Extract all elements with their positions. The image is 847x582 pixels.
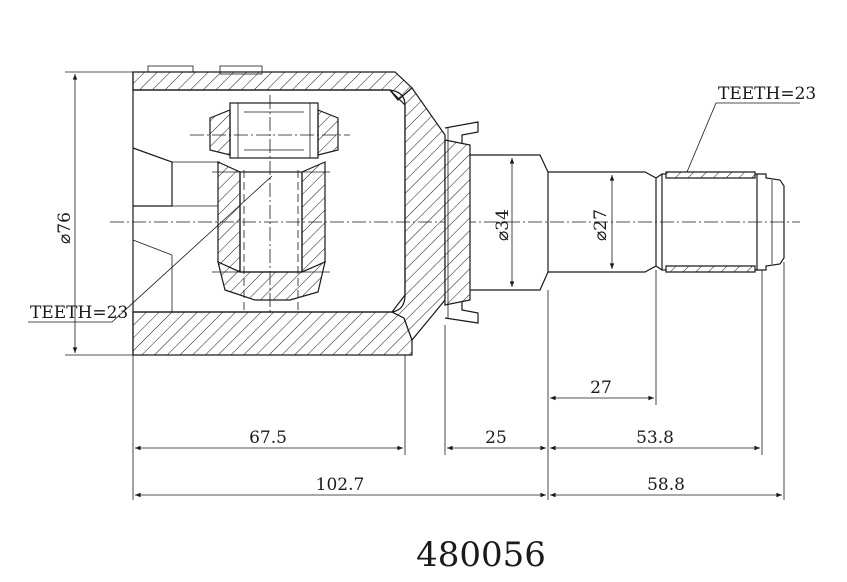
output-shaft [470,154,785,291]
dim-67-5: 67.5 [249,428,287,448]
teeth-outer-label: TEETH=23 [718,84,816,104]
dim-25: 25 [485,428,507,448]
teeth-inner-label: TEETH=23 [30,303,128,323]
dim-58-8: 58.8 [647,475,685,495]
dim-53-8: 53.8 [636,428,674,448]
tripod-assembly [190,95,350,312]
extension-lines [132,262,785,500]
boot-clamp [444,121,479,324]
part-number: 480056 [416,535,546,575]
dim-27: 27 [590,378,612,398]
diameter-dimensions [65,71,615,356]
linear-dimensions [135,395,782,498]
dim-102-7: 102.7 [316,475,365,495]
teeth-leaders [28,102,800,323]
joint-housing [132,65,446,356]
dia-housing-label: ⌀76 [55,212,75,244]
dia-shaft-label: ⌀27 [591,209,611,241]
dia-stem-label: ⌀34 [493,209,513,241]
